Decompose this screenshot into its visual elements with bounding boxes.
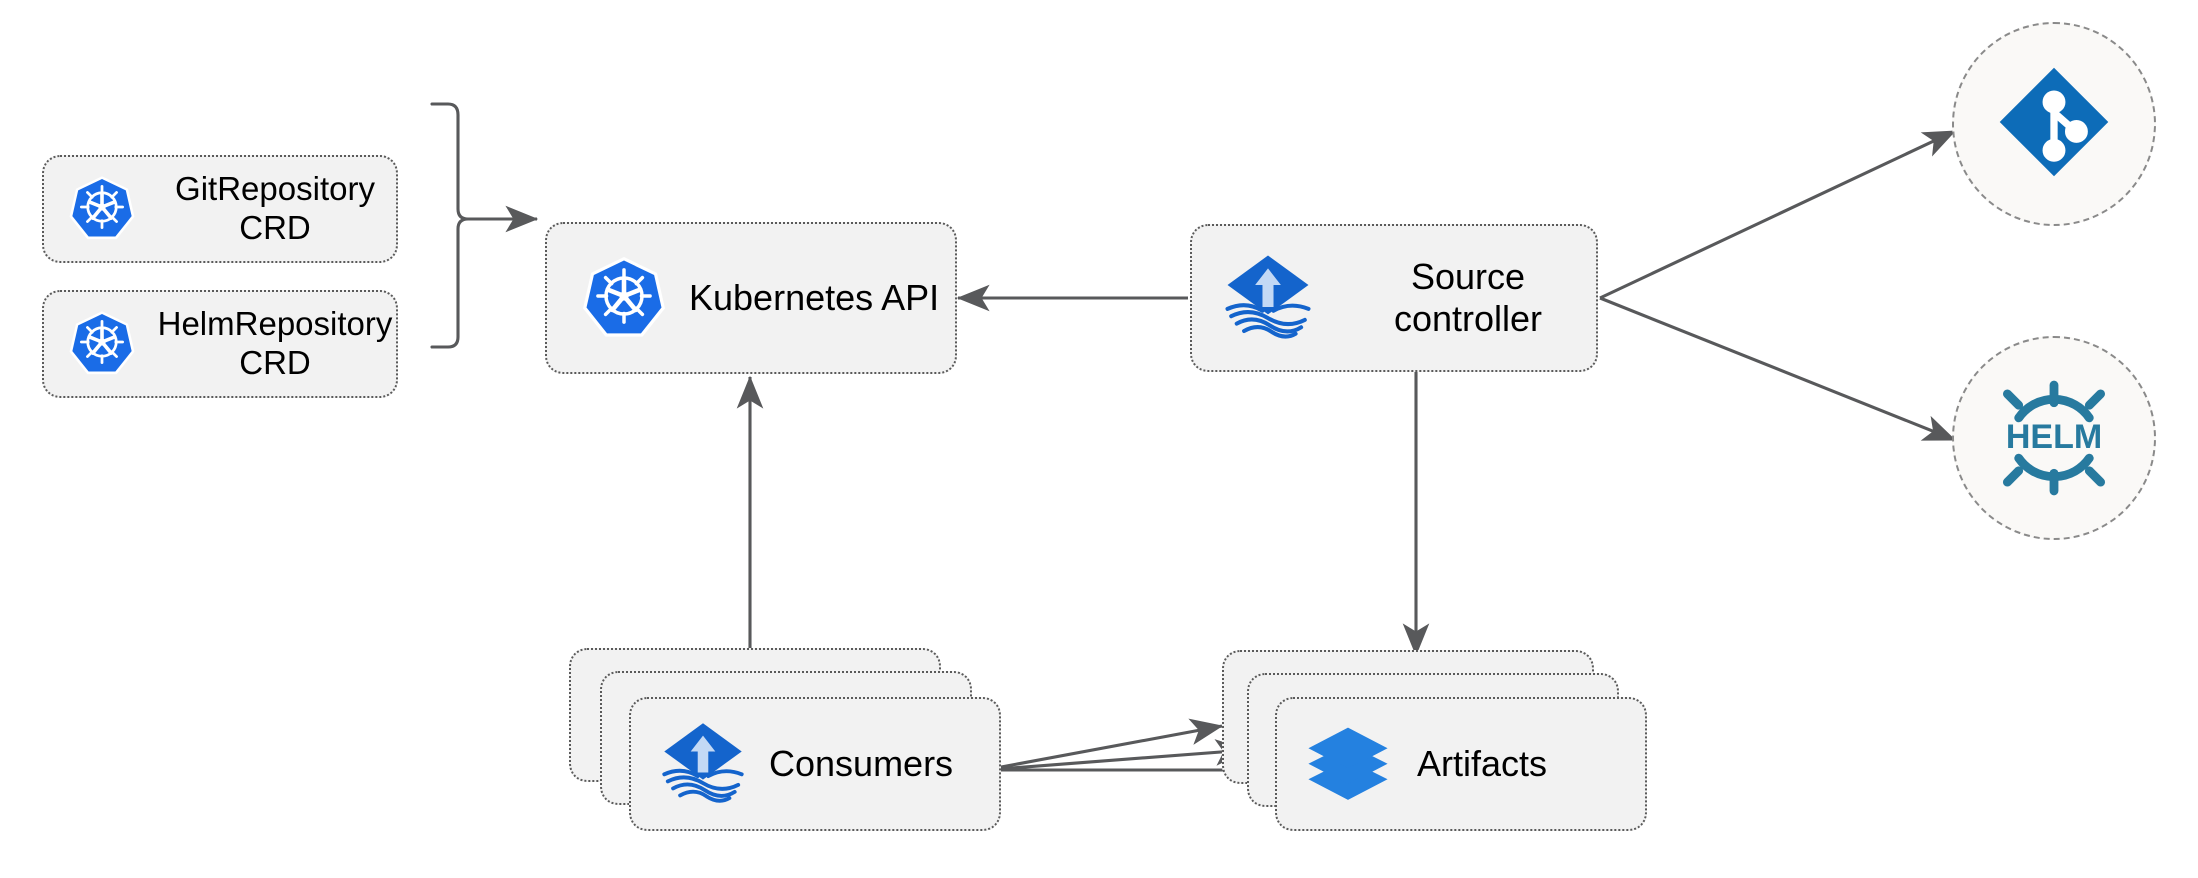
kubernetes-icon bbox=[68, 308, 136, 381]
helm-wordmark: HELM bbox=[2006, 418, 2102, 456]
node-label-consumers: Consumers bbox=[769, 742, 954, 784]
edge-source-to-helm bbox=[1599, 296, 1957, 442]
edge-consumers-to-artifacts-1 bbox=[984, 718, 1224, 772]
node-consumers[interactable]: Consumers bbox=[629, 697, 1001, 831]
node-label-artifacts: Artifacts bbox=[1417, 742, 1548, 784]
kubernetes-icon bbox=[581, 253, 667, 344]
crd-bracket bbox=[430, 102, 539, 349]
kubernetes-icon bbox=[68, 173, 136, 246]
node-gitrepository-crd[interactable]: GitRepository CRD bbox=[42, 155, 398, 263]
edge-consumers-to-artifacts-2 bbox=[984, 739, 1249, 772]
node-git-provider[interactable] bbox=[1952, 22, 2156, 226]
flux-icon bbox=[659, 718, 747, 811]
flux-icon bbox=[1222, 250, 1314, 347]
node-label-helmrepository-crd: HelmRepository CRD bbox=[157, 305, 393, 381]
node-label-kubernetes-api: Kubernetes API bbox=[689, 276, 940, 318]
helm-icon: HELM bbox=[1991, 375, 2117, 501]
node-source-controller[interactable]: Source controller bbox=[1190, 224, 1598, 372]
node-kubernetes-api[interactable]: Kubernetes API bbox=[545, 222, 957, 374]
edge-source-to-git bbox=[1599, 129, 1957, 300]
layers-icon bbox=[1305, 719, 1391, 810]
node-label-gitrepository-crd: GitRepository CRD bbox=[175, 170, 375, 246]
git-icon bbox=[1995, 63, 2113, 186]
node-helmrepository-crd[interactable]: HelmRepository CRD bbox=[42, 290, 398, 398]
node-label-source-controller: Source controller bbox=[1393, 255, 1543, 339]
node-artifacts[interactable]: Artifacts bbox=[1275, 697, 1647, 831]
node-helm-provider[interactable]: HELM bbox=[1952, 336, 2156, 540]
